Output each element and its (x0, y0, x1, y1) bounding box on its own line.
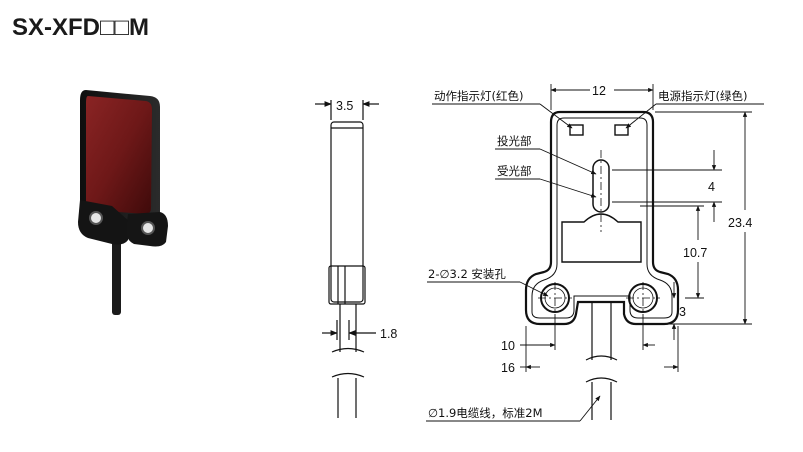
dim-hole-offset: 3 (679, 305, 686, 319)
cable-photo (112, 225, 121, 315)
mount-hole-photo (141, 221, 155, 235)
dim-width: 12 (592, 84, 606, 98)
dim-center: 10.7 (683, 246, 707, 260)
side-dim-thickness: 3.5 (336, 99, 353, 113)
label-mount-holes: 2-∅3.2 安装孔 (428, 267, 506, 281)
product-photo (78, 90, 168, 315)
action-led (569, 124, 584, 136)
side-dim-cable: 1.8 (380, 327, 397, 341)
mount-hole-photo (89, 211, 103, 225)
dim-height: 23.4 (728, 216, 752, 230)
dim-hole-spacing: 10 (501, 339, 515, 353)
label-action-led: 动作指示灯(红色) (434, 89, 523, 103)
sensor-slot (592, 159, 610, 213)
page-title: SX-XFD□□M (12, 14, 149, 41)
sensor-window-photo (86, 96, 152, 214)
power-led (614, 124, 629, 136)
label-cable: ∅1.9电缆线，标准2M (428, 406, 543, 420)
dim-base-width: 16 (501, 361, 515, 375)
dim-slot: 4 (708, 180, 715, 194)
front-view (524, 110, 680, 420)
label-receiver: 受光部 (497, 164, 532, 178)
label-emitter: 投光部 (497, 134, 532, 148)
label-power-led: 电源指示灯(绿色) (658, 89, 747, 103)
side-view (315, 100, 379, 418)
